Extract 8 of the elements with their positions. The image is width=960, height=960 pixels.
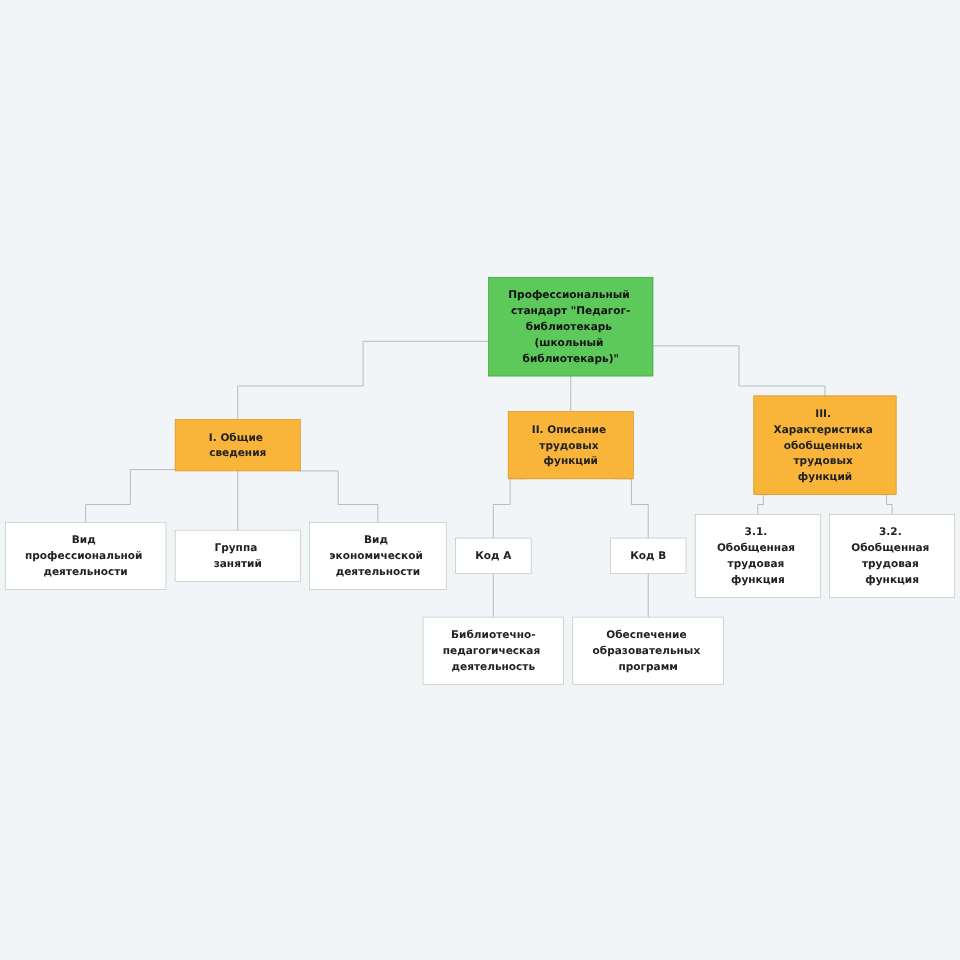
connector <box>647 572 649 617</box>
connector <box>237 469 239 530</box>
connector <box>237 340 489 420</box>
connector <box>492 572 494 617</box>
connector <box>652 344 826 396</box>
connector <box>298 469 379 522</box>
connector <box>85 468 176 522</box>
connector <box>570 374 572 412</box>
